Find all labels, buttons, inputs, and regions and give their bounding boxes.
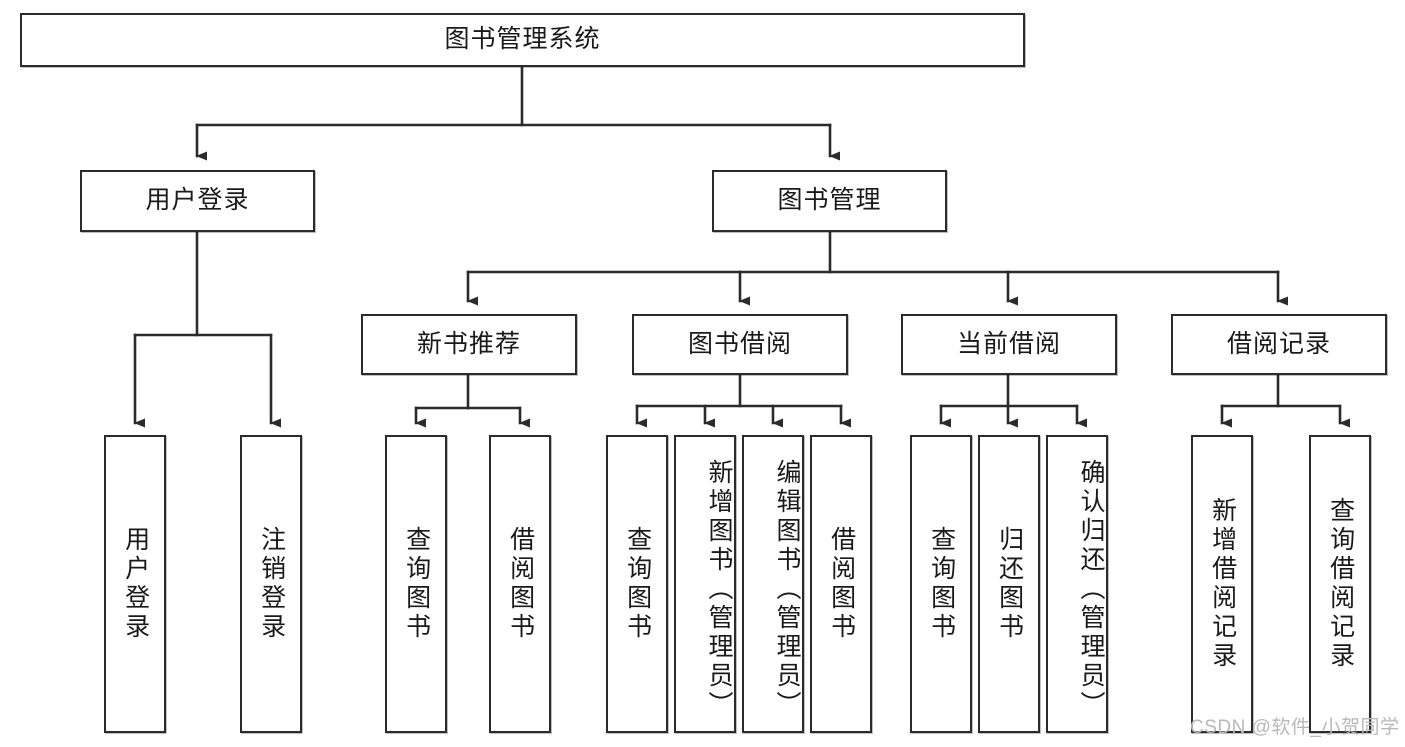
node-label: 新书推荐 <box>416 329 521 358</box>
node-label: 图书管理 <box>777 186 882 215</box>
node-label: 查询图书 <box>927 526 956 642</box>
node-leaf-user-login[interactable]: 用户登录 <box>104 435 166 733</box>
csdn-watermark: CSDN @软件_小贺同学 <box>1190 717 1400 738</box>
node-leaf-edit-book[interactable]: 编辑图书（管理员） <box>742 435 804 733</box>
node-leaf-return-book[interactable]: 归还图书 <box>978 435 1040 733</box>
node-label: 注销登录 <box>257 526 286 642</box>
node-leaf-add-book[interactable]: 新增图书（管理员） <box>674 435 736 733</box>
node-leaf-borrow-book-1[interactable]: 借阅图书 <box>489 435 551 733</box>
node-label: 用户登录 <box>121 526 150 642</box>
node-leaf-query-book-1[interactable]: 查询图书 <box>385 435 447 733</box>
node-leaf-query-record[interactable]: 查询借阅记录 <box>1309 435 1371 733</box>
node-label: 查询借阅记录 <box>1326 497 1355 671</box>
node-label: 当前借阅 <box>956 329 1061 358</box>
node-leaf-logout-login[interactable]: 注销登录 <box>240 435 302 733</box>
node-root-system[interactable]: 图书管理系统 <box>20 13 1025 67</box>
node-label: 归还图书 <box>995 526 1024 642</box>
node-leaf-query-book-2[interactable]: 查询图书 <box>606 435 668 733</box>
node-label: 查询图书 <box>402 526 431 642</box>
node-label: 图书管理系统 <box>444 25 601 54</box>
node-leaf-add-record[interactable]: 新增借阅记录 <box>1191 435 1253 733</box>
node-label: 编辑图书（管理员） <box>773 458 801 720</box>
node-current-borrow[interactable]: 当前借阅 <box>901 314 1117 375</box>
node-label: 图书借阅 <box>687 329 792 358</box>
node-label: 新增图书（管理员） <box>705 458 733 720</box>
node-leaf-query-book-3[interactable]: 查询图书 <box>910 435 972 733</box>
node-user-login[interactable]: 用户登录 <box>80 170 315 232</box>
node-label: 借阅图书 <box>506 526 535 642</box>
node-book-borrow[interactable]: 图书借阅 <box>632 314 848 375</box>
node-label: 查询图书 <box>623 526 652 642</box>
node-label: 借阅记录 <box>1226 329 1331 358</box>
node-leaf-confirm-return[interactable]: 确认归还（管理员） <box>1046 435 1108 733</box>
node-label: 新增借阅记录 <box>1208 497 1237 671</box>
node-label: 确认归还（管理员） <box>1077 458 1105 720</box>
node-label: 用户登录 <box>145 186 250 215</box>
node-borrow-record[interactable]: 借阅记录 <box>1171 314 1387 375</box>
node-book-management[interactable]: 图书管理 <box>712 170 947 232</box>
node-leaf-borrow-book-2[interactable]: 借阅图书 <box>810 435 872 733</box>
node-label: 借阅图书 <box>827 526 856 642</box>
node-new-book-recommend[interactable]: 新书推荐 <box>361 314 577 375</box>
